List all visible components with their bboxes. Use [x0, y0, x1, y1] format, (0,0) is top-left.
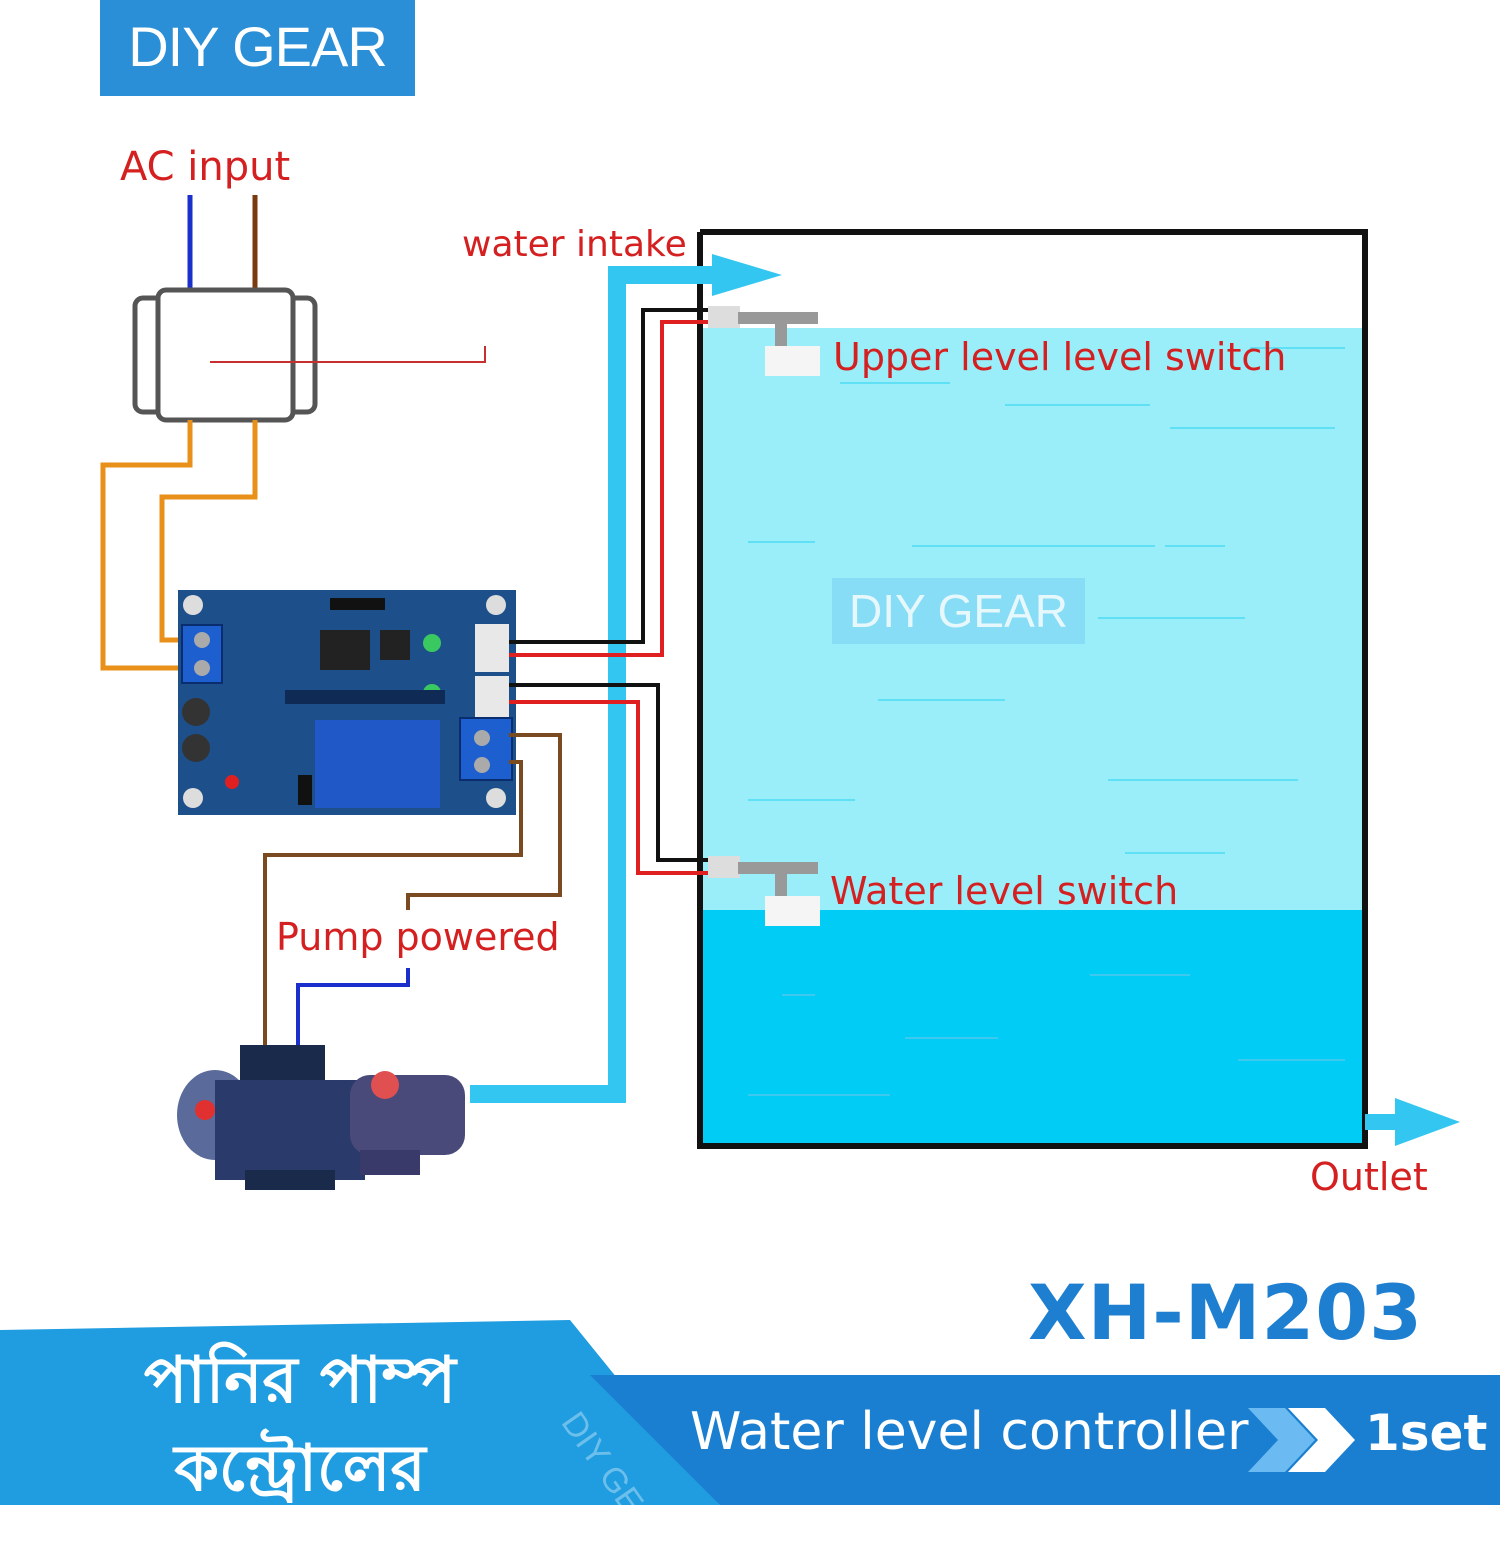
pump-wire-blue — [296, 968, 410, 1050]
dc-wire — [159, 420, 258, 643]
water-pump-image — [177, 1045, 465, 1190]
tank-outline — [697, 229, 1368, 1149]
sensor-wire-black — [509, 683, 710, 862]
pump-wire — [263, 760, 523, 1050]
banner-right-panel — [590, 1375, 1500, 1505]
upper-float-switch — [708, 306, 820, 376]
chevron-icon — [1248, 1408, 1315, 1472]
ac-input-label: AC input — [120, 144, 290, 190]
power-adapter — [132, 287, 486, 423]
outlet-arrow — [1395, 1098, 1460, 1146]
sensor-wire-red — [509, 320, 710, 657]
pump-powered-label: Pump powered — [276, 915, 560, 959]
water-ripples — [748, 347, 1345, 854]
banner-left-panel — [0, 1320, 720, 1505]
center-watermark-text: DIY GEAR — [849, 585, 1068, 637]
sensor-wire-red — [509, 700, 710, 875]
bangla-title-line1: পানির পাম্প — [143, 1344, 457, 1418]
model-number: XH-M203 — [1028, 1268, 1424, 1357]
product-quantity: 1set — [1365, 1404, 1488, 1462]
center-watermark: DIY GEAR — [832, 578, 1085, 644]
tank-lower-water — [700, 910, 1365, 1146]
product-description: Water level controller — [690, 1402, 1249, 1462]
dc-wire — [100, 420, 193, 671]
brand-logo-text: DIY GEAR — [128, 15, 388, 78]
bangla-title-line2: কন্ট্রোলের — [174, 1432, 426, 1506]
tank-upper-water — [700, 328, 1365, 910]
lower-float-switch — [708, 856, 820, 926]
lower-switch-label: Water level switch — [830, 869, 1178, 913]
brand-logo: DIY GEAR — [100, 0, 415, 96]
controller-board — [178, 590, 516, 815]
wiring-diagram: AC input water intake Upper level level … — [0, 144, 1500, 1505]
water-ripples-lower — [748, 974, 1345, 1096]
chevron-icon — [1288, 1408, 1355, 1472]
water-intake-label: water intake — [462, 224, 687, 265]
sensor-wire-black — [509, 308, 710, 644]
pump-wire — [406, 733, 562, 910]
upper-switch-label: Upper level level switch — [833, 335, 1286, 379]
outlet-label: Outlet — [1310, 1155, 1428, 1199]
intake-arrow — [712, 254, 782, 296]
